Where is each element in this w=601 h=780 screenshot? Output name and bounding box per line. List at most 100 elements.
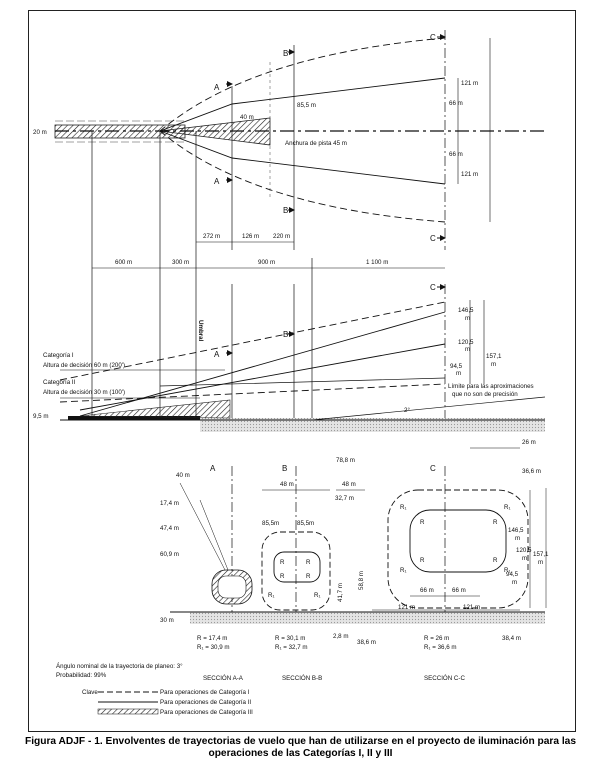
- cc-r1: R₁ = 36,6 m: [424, 644, 457, 651]
- bb-title: SECCIÓN B-B: [282, 675, 322, 682]
- bb-r1-1: R₁: [268, 592, 275, 599]
- profile-letter-c: C: [430, 283, 436, 292]
- cc-d-1205-unit: m: [522, 555, 527, 562]
- runway-width-label: 20 m: [33, 129, 47, 136]
- bb-r-3: R: [280, 573, 285, 580]
- cc-r-4: R: [493, 557, 498, 564]
- half-width-85-label: 85,5 m: [297, 102, 316, 109]
- section-aa-letter: A: [210, 464, 216, 473]
- bb-d-588: 58,8 m: [358, 571, 365, 590]
- aa-r1: R₁ = 30,9 m: [197, 644, 230, 651]
- profile-h-1571: 157,1: [486, 353, 502, 360]
- aa-d-174: 17,4 m: [160, 500, 179, 507]
- probability-note: Probabilidad: 99%: [56, 672, 107, 679]
- section-bb-letter: B: [282, 464, 287, 473]
- cc-r-3: R: [420, 557, 425, 564]
- profile-letter-a: A: [214, 350, 220, 359]
- section-letter-b-bottom: B: [283, 206, 288, 215]
- profile-h-1205: 120,5: [458, 339, 474, 346]
- profile-h-1205-unit: m: [465, 346, 470, 353]
- section-letter-a-bottom: A: [214, 177, 220, 186]
- profile-h-945-unit: m: [456, 370, 461, 377]
- figure-caption: Figura ADJF - 1. Envolventes de trayecto…: [0, 736, 601, 760]
- profile-h-945: 94,5: [450, 363, 463, 370]
- bb-d-855b: 85,5m: [297, 520, 314, 527]
- ground-profile: [200, 418, 545, 432]
- bb-r-4: R: [306, 573, 311, 580]
- dist-220: 220 m: [273, 233, 290, 240]
- plan-view: A B C A B C 20 m 40 m 85,5 m Anchura de …: [33, 30, 545, 420]
- profile-h-1465: 146,5: [458, 307, 474, 314]
- legend-cat2: Para operaciones de Categoría II: [160, 699, 251, 706]
- bb-r1-2: R₁: [314, 592, 321, 599]
- section-bb-cat2: [273, 551, 321, 583]
- dim-66-top: 66 m: [449, 100, 463, 107]
- section-letter-c-bottom: C: [430, 234, 436, 243]
- section-letter-a-top: A: [214, 83, 220, 92]
- cross-sections: A 40 m 17,4 m 47,4 m 60,9 m 30 m R = 17,…: [160, 439, 549, 682]
- cc-d-1571: 157,1: [533, 551, 549, 558]
- dim-121-top: 121 m: [461, 80, 478, 87]
- legend-cat1: Para operaciones de Categoría I: [160, 689, 250, 696]
- limit-note-2: que no son de precisión: [452, 391, 518, 398]
- aa-d-609: 60,9 m: [160, 551, 179, 558]
- cc-d-384: 38,4 m: [502, 635, 521, 642]
- glide-angle-note: Ángulo nominal de la trayectoria de plan…: [56, 663, 183, 670]
- notes-legend: Ángulo nominal de la trayectoria de plan…: [56, 663, 253, 716]
- bb-d-28: 2,8 m: [333, 633, 348, 640]
- dist-600: 600 m: [115, 259, 132, 266]
- cc-d-1465: 146,5: [508, 527, 524, 534]
- cc-d-121b: 121 m: [463, 604, 480, 611]
- cc-d-26: 26 m: [522, 439, 536, 446]
- bb-d-417: 41,7 m: [337, 583, 344, 602]
- dh60-label: Altura de decisión 60 m (200'): [43, 362, 125, 369]
- dist-272: 272 m: [203, 233, 220, 240]
- aa-d-474: 47,4 m: [160, 525, 179, 532]
- elev-95-label: 9,5 m: [33, 413, 48, 420]
- half-width-40-label: 40 m: [240, 114, 254, 121]
- cc-r1-1: R₁: [400, 504, 407, 511]
- section-cc-cat2: [409, 509, 507, 573]
- cc-d-945: 94,5: [506, 571, 519, 578]
- cc-d-788: 78,8 m: [336, 457, 355, 464]
- section-cc-letter: C: [430, 464, 436, 473]
- cc-d-1465-unit: m: [515, 535, 520, 542]
- cc-d-121a: 121 m: [398, 604, 415, 611]
- threshold-label: Umbral: [197, 320, 204, 342]
- cat2-label: Categoría II: [43, 379, 76, 386]
- bb-d-386: 38,6 m: [357, 639, 376, 646]
- dim-121-bottom: 121 m: [461, 171, 478, 178]
- caption-line-1: Figura ADJF - 1. Envolventes de trayecto…: [24, 736, 577, 747]
- profile-view: A B C Umbral Categoría I Altura de decis…: [33, 283, 546, 432]
- cat1-label: Categoría I: [43, 352, 74, 359]
- cc-d-66b: 66 m: [452, 587, 466, 594]
- runway-profile: [68, 416, 200, 420]
- bb-d-48: 48 m: [280, 481, 294, 488]
- profile-letter-b: B: [283, 330, 288, 339]
- cc-r: R = 26 m: [424, 635, 449, 642]
- cc-r-2: R: [493, 519, 498, 526]
- cc-d-945-unit: m: [512, 579, 517, 586]
- section-cc-cat1: [387, 489, 529, 609]
- section-letter-b-top: B: [283, 49, 288, 58]
- legend-title: Clave: [82, 689, 98, 696]
- dist-900: 900 m: [258, 259, 275, 266]
- dist-1100: 1 100 m: [366, 259, 388, 266]
- dist-126: 126 m: [242, 233, 259, 240]
- cc-d-1205: 120,5: [516, 547, 532, 554]
- bb-r-2: R: [306, 559, 311, 566]
- legend-cat3: Para operaciones de Categoría III: [160, 709, 253, 716]
- cc-r1-3: R₁: [504, 504, 511, 511]
- cc-title: SECCIÓN C-C: [424, 675, 465, 682]
- cc-r-1: R: [420, 519, 425, 526]
- bb-r1: R₁ = 32,7 m: [275, 644, 308, 651]
- limit-note-1: Límite para las aproximaciones: [448, 383, 534, 390]
- bb-r-1: R: [280, 559, 285, 566]
- dim-66-bottom: 66 m: [449, 151, 463, 158]
- bb-d-327: 32,7 m: [335, 495, 354, 502]
- aa-title: SECCIÓN A-A: [203, 675, 244, 682]
- cc-r1-4: R₁: [504, 567, 511, 574]
- runway-width-45-label: Anchura de pista 45 m: [285, 140, 347, 147]
- aa-d-30: 30 m: [160, 617, 174, 624]
- cc-d-366: 36,6 m: [522, 468, 541, 475]
